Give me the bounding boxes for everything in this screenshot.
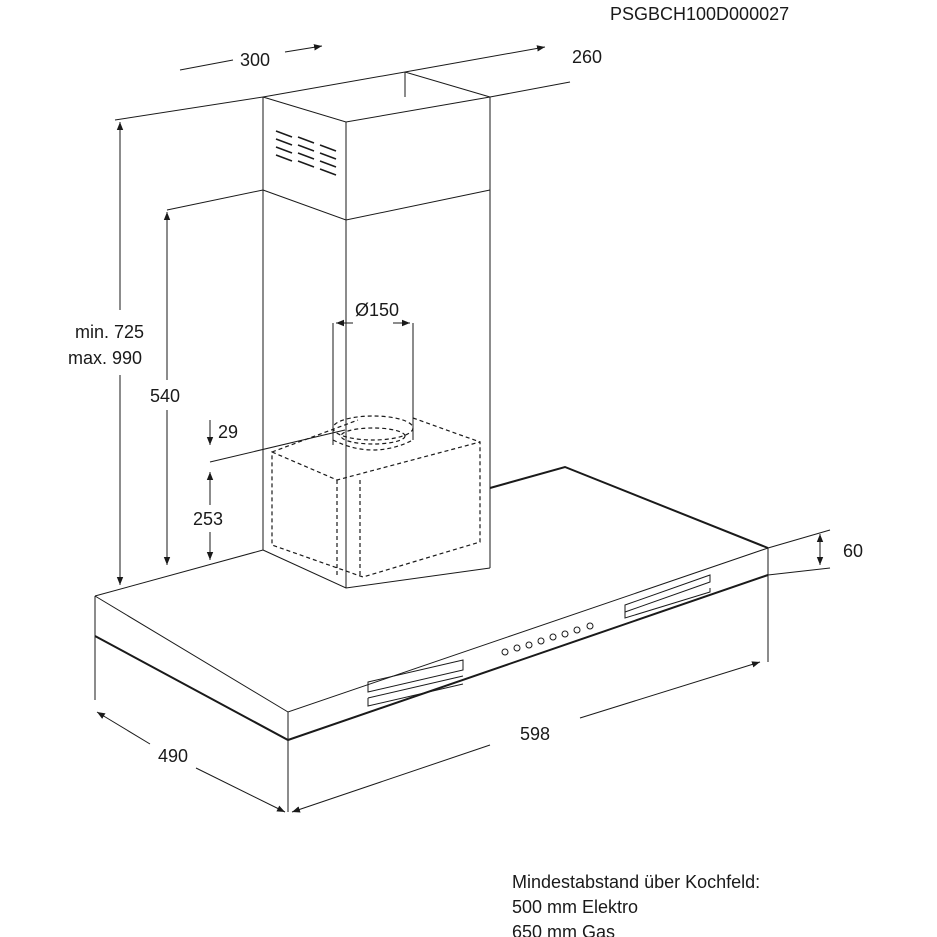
note-line-2: 500 mm Elektro [512,897,639,917]
dim-hood-depth: 490 [158,746,188,766]
dimension-lines [96,44,831,813]
motor-unit [271,323,481,578]
dim-chimney-height: 540 [150,386,180,406]
dim-motor-height: 253 [193,509,223,529]
light-panel-right-top [624,574,711,613]
light-panel-right-bottom [624,588,711,619]
note-line-3: 650 mm Gas [512,922,616,937]
dim-hood-height: 60 [843,541,863,561]
vent-slots-icon [275,130,337,176]
dim-duct-diameter: Ø150 [355,300,399,320]
dim-height-min: min. 725 [75,322,144,342]
light-panel-left-bottom [367,675,464,707]
note-line-1: Mindestabstand über Kochfeld: [512,872,761,892]
dim-offset: 29 [218,422,238,442]
document-id: PSGBCH100D000027 [610,4,789,24]
light-panel-left-top [367,659,464,693]
chimney [262,71,491,589]
dim-hood-width: 598 [520,724,550,744]
hood-body [94,465,769,812]
dim-chimney-width: 300 [240,50,270,70]
clearance-note: Mindestabstand über Kochfeld: 500 mm Ele… [512,870,760,937]
dim-chimney-depth: 260 [572,47,602,67]
control-buttons-icon [501,622,594,656]
dim-height-max: max. 990 [68,348,142,368]
